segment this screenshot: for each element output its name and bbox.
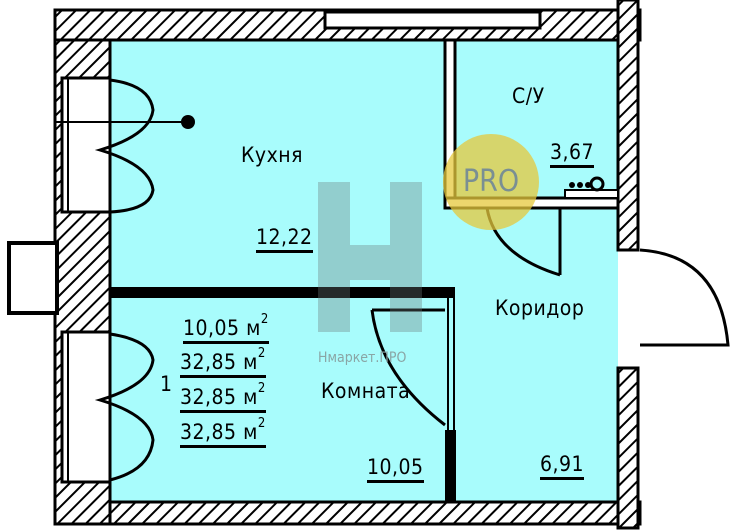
- watermark-badge: PRO: [443, 134, 539, 230]
- room-name-kitchen: Кухня: [241, 143, 303, 167]
- balcony-niche: [7, 241, 59, 315]
- interior-wall: [110, 287, 455, 298]
- watermark-logo: [318, 182, 422, 332]
- bottom-wall: [53, 500, 642, 526]
- window-sash-arc: [94, 332, 155, 482]
- room-name-living: Комната: [321, 379, 411, 403]
- total-area: 32,85 м2: [180, 346, 266, 378]
- rooms-count: 1: [160, 372, 173, 396]
- ventilation-block: [323, 10, 542, 30]
- room-area-kitchen: 12,22: [256, 225, 313, 253]
- heater: [564, 189, 619, 199]
- right-wall-top: [616, 0, 640, 252]
- total-area: 32,85 м2: [180, 381, 266, 413]
- living-area: 10,05 м2: [183, 312, 269, 344]
- total-area: 32,85 м2: [180, 416, 266, 448]
- room-area-bathroom: 3,67: [550, 140, 595, 168]
- room-name-bathroom: С/У: [512, 84, 545, 108]
- window-room: [60, 330, 112, 484]
- watermark-text: Нмаркет.ПРО: [318, 350, 407, 366]
- window-sash-arc: [94, 78, 155, 214]
- right-wall-bottom: [616, 366, 640, 530]
- ceiling-light: [181, 115, 195, 129]
- door-arc-entrance: [639, 248, 730, 347]
- room-name-corridor: Коридор: [495, 296, 585, 320]
- interior-wall: [445, 430, 456, 502]
- door-arc-room: [370, 308, 446, 427]
- room-area-corridor: 6,91: [540, 452, 585, 480]
- floor-area: [110, 40, 618, 502]
- room-area-living: 10,05: [367, 455, 424, 483]
- window-kitchen: [60, 76, 112, 214]
